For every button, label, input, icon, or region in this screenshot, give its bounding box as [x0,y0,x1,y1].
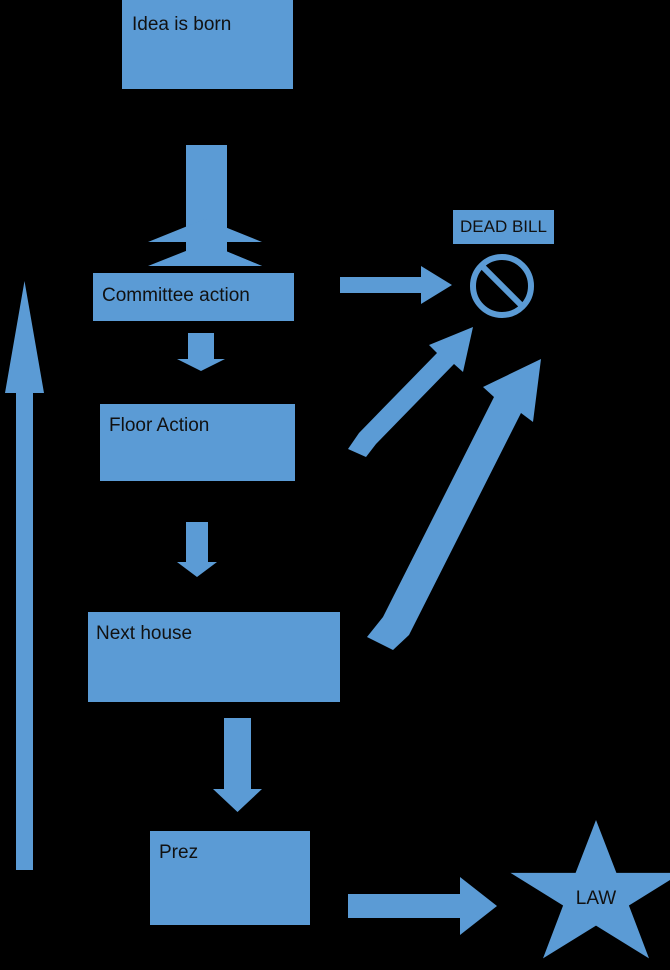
connector-floor-to-nexthouse [177,522,217,577]
node-prez-label: Prez [159,842,199,863]
node-law-label: LAW [575,888,617,909]
node-floor-action[interactable]: Floor Action [100,404,295,481]
node-committee-action[interactable]: Committee action [93,273,294,321]
node-committee-action-label: Committee action [102,285,250,306]
node-next-house-label: Next house [96,623,193,644]
node-idea-is-born-label: Idea is born [132,14,232,35]
no-entry-icon [470,254,534,318]
law-star-shape [510,820,670,959]
connector-nexthouse-to-prez [213,718,262,812]
connector-committee-to-deadbill [340,266,452,304]
connector-nexthouse-to-deadbill [367,359,541,650]
node-idea-is-born[interactable]: Idea is born [122,0,293,89]
connector-idea-to-committee [148,145,262,266]
node-dead-bill[interactable]: DEAD BILL [453,210,554,244]
connector-veto-return-to-committee [5,281,44,870]
node-floor-action-label: Floor Action [109,415,210,436]
connector-floor-to-deadbill [348,327,473,457]
connector-committee-to-floor [177,333,225,371]
node-dead-bill-label: DEAD BILL [460,217,547,236]
connector-prez-to-law [348,877,497,935]
node-prez[interactable]: Prez [150,831,310,925]
node-next-house[interactable]: Next house [88,612,340,702]
